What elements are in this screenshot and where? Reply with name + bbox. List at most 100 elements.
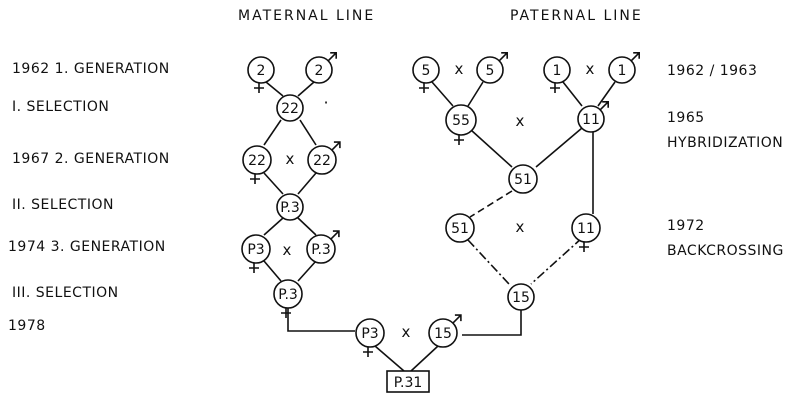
node-label: 1 <box>553 63 562 79</box>
edge-mP3a-mP3m <box>297 217 317 236</box>
male-symbol-icon <box>327 52 337 62</box>
edge-f15-final <box>410 345 439 372</box>
node-label: 1 <box>618 63 627 79</box>
female-symbol-icon <box>419 83 429 93</box>
node-label: 55 <box>452 113 470 129</box>
node-circle <box>305 56 333 84</box>
node-circle <box>507 283 535 311</box>
female-symbol-icon <box>249 263 259 273</box>
node-fP3: P3 <box>355 318 385 357</box>
edge-p51b-p15a <box>467 239 510 285</box>
female-symbol-icon <box>281 308 291 318</box>
male-symbol-icon <box>498 52 508 62</box>
node-label: 22 <box>313 153 331 169</box>
edge-p5f-p55 <box>431 81 454 107</box>
label-selection-3: III. SELECTION <box>12 285 119 301</box>
node-circle <box>412 56 440 84</box>
node-label: 5 <box>486 63 495 79</box>
edge-m22a-m22f <box>263 119 282 146</box>
label-selection-1: I. SELECTION <box>12 99 110 115</box>
edge-m22a-m22m <box>299 119 317 146</box>
cross-symbol-p5: x <box>455 60 464 78</box>
edge-p1f-p11a <box>562 81 583 107</box>
node-label: 2 <box>257 63 266 79</box>
male-symbol-icon <box>599 101 609 111</box>
node-circle <box>608 56 636 84</box>
node-p51a: 51 <box>508 164 538 194</box>
node-label: P3 <box>247 242 264 258</box>
cross-symbol-m22: x <box>286 150 295 168</box>
node-p11b: 11 <box>571 213 601 252</box>
edge-mP3f-mP3b <box>263 260 282 282</box>
edge-m22f-mP3a <box>263 172 284 195</box>
label-backcrossing: BACKCROSSING <box>667 243 784 259</box>
edge-p11b-p15a <box>530 237 583 285</box>
paternal-line-header: PATERNAL LINE <box>510 8 643 24</box>
maternal-line-header: MATERNAL LINE <box>238 8 376 24</box>
node-circle <box>273 279 303 309</box>
male-symbol-icon <box>630 52 640 62</box>
final-box-label: P.31 <box>394 375 423 391</box>
node-mP3f: P3 <box>241 234 271 273</box>
node-circle <box>355 318 385 348</box>
label-hybridization: HYBRIDIZATION <box>667 135 784 151</box>
female-symbol-icon <box>579 242 589 252</box>
edge-p15a-f15 <box>462 310 522 336</box>
node-circle <box>242 145 272 175</box>
node-p5m: 5 <box>476 52 508 84</box>
edge-m2f-m22a <box>265 81 284 97</box>
node-label: P.3 <box>311 242 331 258</box>
female-symbol-icon <box>454 135 464 145</box>
pedigree-edges <box>263 81 616 372</box>
label-selection-2: II. SELECTION <box>12 197 114 213</box>
edge-p11a-p51a <box>535 127 583 168</box>
node-label: 22 <box>248 153 266 169</box>
edge-fP3-final <box>374 345 405 372</box>
cross-symbol-p55-p11: x <box>516 112 525 130</box>
male-symbol-icon <box>452 314 462 324</box>
node-p1m: 1 <box>608 52 640 84</box>
label-1965: 1965 <box>667 110 705 126</box>
edge-p1m-p11a <box>597 81 616 107</box>
female-symbol-icon <box>363 347 373 357</box>
edge-p51a-p51b <box>469 190 513 218</box>
node-p15a: 15 <box>507 283 535 311</box>
female-symbol-icon <box>550 83 560 93</box>
node-f15: 15 <box>428 314 462 348</box>
node-p1f: 1 <box>543 56 571 93</box>
node-label: 11 <box>582 112 600 128</box>
edge-mP3a-mP3f <box>263 217 284 236</box>
node-circle <box>428 318 458 348</box>
node-label: P3 <box>361 326 378 342</box>
label-1962-1963: 1962 / 1963 <box>667 63 758 79</box>
node-circle <box>543 56 571 84</box>
edge-mP3m-mP3b <box>297 260 317 282</box>
edge-p55-p51a <box>470 129 513 168</box>
node-p51b: 51 <box>445 213 475 243</box>
edge-mP3b-fP3 <box>287 307 355 332</box>
node-circle <box>247 56 275 84</box>
node-circle <box>276 94 304 122</box>
node-mP3a: P.3 <box>276 193 304 221</box>
node-circle <box>445 104 477 136</box>
cross-symbol-p51-p11: x <box>516 218 525 236</box>
node-label: 11 <box>577 221 595 237</box>
edge-m2m-m22a <box>297 81 315 97</box>
node-circle <box>241 234 271 264</box>
label-1974-generation-3: 1974 3. GENERATION <box>8 239 166 255</box>
label-1967-generation-2: 1967 2. GENERATION <box>12 151 170 167</box>
node-m22a: 22 <box>276 94 304 122</box>
dot-mark: · <box>323 93 328 112</box>
node-circle <box>476 56 504 84</box>
node-label: 22 <box>281 101 299 117</box>
edge-m22m-mP3a <box>297 172 317 195</box>
node-circle <box>306 234 336 264</box>
node-mP3b: P.3 <box>273 279 303 318</box>
node-label: 5 <box>422 63 431 79</box>
male-symbol-icon <box>330 230 340 240</box>
node-label: 15 <box>512 290 530 306</box>
node-label: 15 <box>434 326 452 342</box>
final-box <box>386 370 430 393</box>
